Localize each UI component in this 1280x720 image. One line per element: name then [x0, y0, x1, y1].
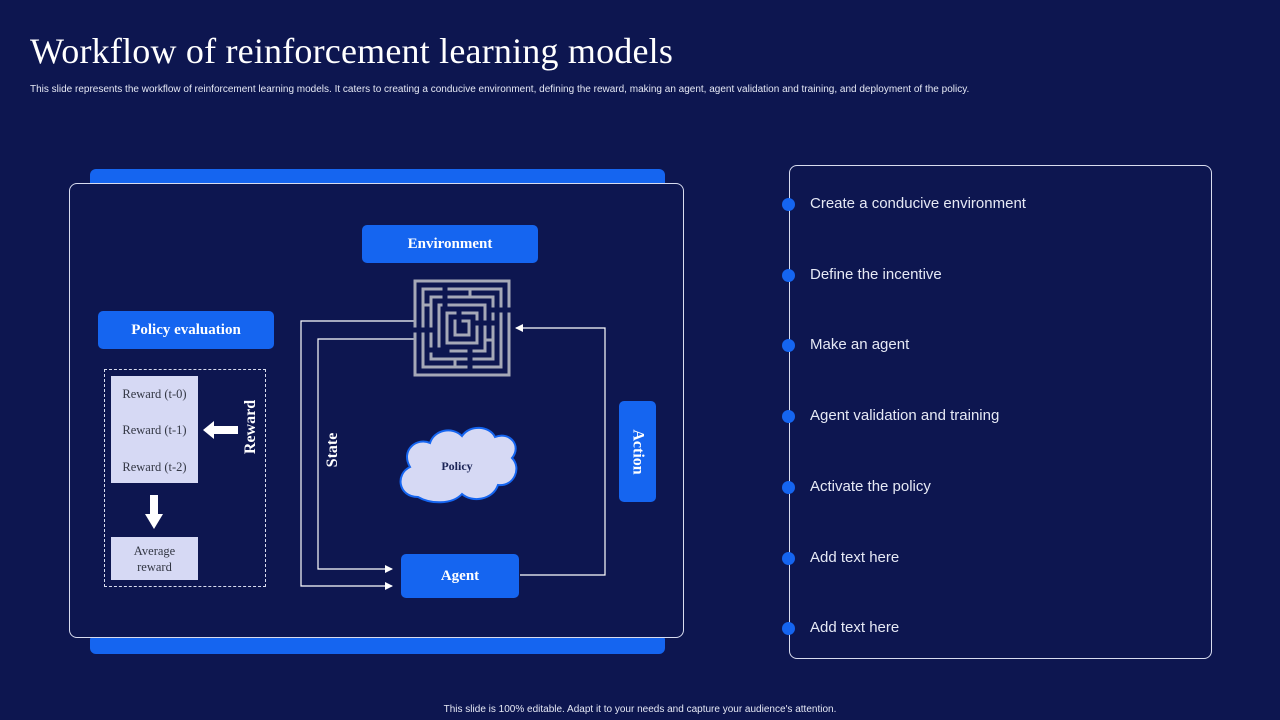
step-label: Create a conducive environment	[810, 195, 1026, 212]
connector-environment-outer	[300, 320, 414, 590]
slide-title: Workflow of reinforcement learning model…	[30, 31, 674, 71]
environment-box: Environment	[362, 225, 538, 263]
agent-label: Agent	[440, 567, 480, 584]
step-label: Add text here	[810, 549, 900, 566]
reward-item-t2: Reward (t-2)	[122, 460, 187, 474]
reward-item-t0: Reward (t-0)	[122, 387, 187, 401]
policy-label: Policy	[441, 459, 473, 473]
step-label: Add text here	[810, 619, 900, 636]
connector-action	[515, 324, 606, 576]
slide-footer: This slide is 100% editable. Adapt it to…	[443, 704, 837, 715]
step-dot-icon	[782, 339, 795, 352]
action-vertical-label: Action	[629, 428, 647, 475]
step-dot-icon	[782, 552, 795, 565]
reward-list: Reward (t-0) Reward (t-1) Reward (t-2)	[111, 376, 198, 483]
step-label: Make an agent	[810, 336, 910, 353]
reward-item-t1: Reward (t-1)	[122, 423, 187, 437]
step-dot-icon	[782, 410, 795, 423]
step-label: Agent validation and training	[810, 407, 1000, 424]
panel-accent-bottom	[90, 634, 665, 654]
action-box: Action	[619, 401, 656, 502]
step-dot-icon	[782, 481, 795, 494]
environment-label: Environment	[407, 235, 493, 252]
cloud-icon	[399, 426, 518, 504]
policy-evaluation-label: Policy evaluation	[131, 321, 241, 338]
step-label: Define the incentive	[810, 266, 942, 283]
slide-subtitle: This slide represents the workflow of re…	[30, 84, 970, 95]
reward-vertical-label: Reward	[242, 399, 259, 455]
connector-state	[317, 338, 414, 573]
maze-icon	[412, 279, 512, 377]
average-reward-line1: Average	[133, 543, 176, 558]
policy-evaluation-box: Policy evaluation	[98, 311, 274, 349]
average-reward-box: Average reward	[111, 537, 198, 580]
reward-evaluation-group	[104, 369, 266, 587]
arrow-left-icon	[203, 421, 238, 439]
state-vertical-label: State	[324, 432, 341, 468]
step-label: Activate the policy	[810, 478, 931, 495]
agent-box: Agent	[401, 554, 519, 598]
arrow-down-icon	[145, 495, 163, 529]
step-dot-icon	[782, 198, 795, 211]
step-dot-icon	[782, 269, 795, 282]
average-reward-line2: reward	[137, 559, 172, 574]
step-dot-icon	[782, 622, 795, 635]
